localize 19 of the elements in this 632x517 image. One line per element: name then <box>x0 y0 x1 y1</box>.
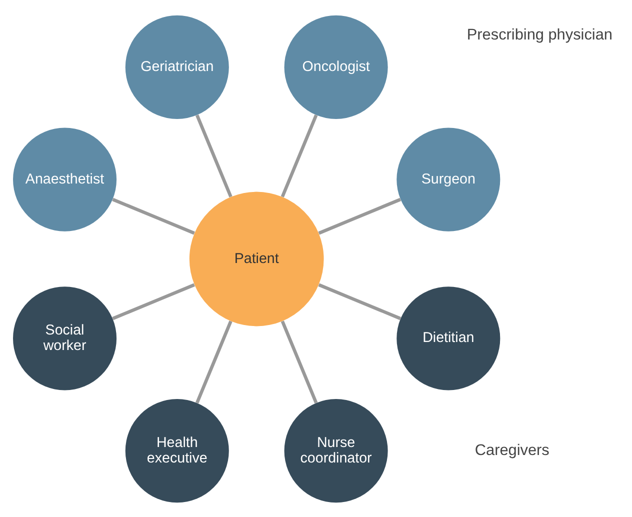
connector <box>112 282 195 320</box>
node-circle: Dietitian <box>396 286 500 390</box>
connector <box>280 320 318 403</box>
node-circle: Surgeon <box>396 127 500 231</box>
node-circle: Patient <box>189 191 324 326</box>
node-circle: Oncologist <box>284 14 388 118</box>
node-circle: Social worker <box>13 286 117 390</box>
node-circle: Anaesthetist <box>13 127 117 231</box>
connector <box>196 320 232 403</box>
connector <box>280 114 318 197</box>
connector <box>318 282 402 320</box>
node-circle: Nurse coordinator <box>284 398 388 502</box>
label: Caregivers <box>474 441 550 458</box>
node-circle: Health executive <box>125 398 229 502</box>
connector <box>318 197 402 234</box>
connector <box>196 114 232 197</box>
node-circle: Geriatrician <box>125 14 229 118</box>
connector <box>112 197 195 234</box>
label: Prescribing physician <box>466 26 612 43</box>
